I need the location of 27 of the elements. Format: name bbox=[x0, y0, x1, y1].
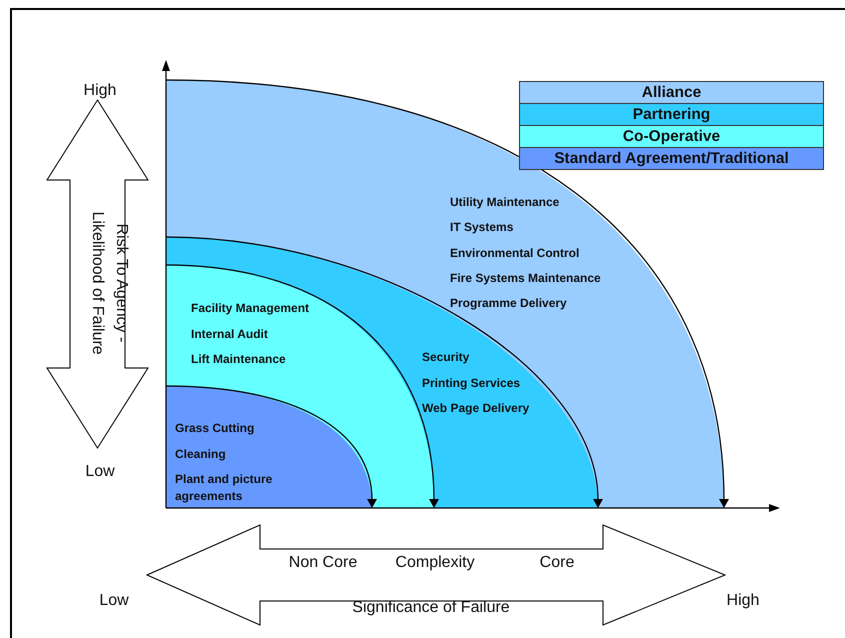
service-text: Web Page Delivery bbox=[422, 400, 530, 417]
service-text: Programme Delivery bbox=[450, 295, 567, 312]
axis-text: Significance of Failure bbox=[352, 599, 510, 617]
axis-text: Core bbox=[540, 554, 574, 572]
scale-label: High bbox=[726, 592, 760, 610]
service-text: Utility Maintenance bbox=[450, 194, 560, 211]
legend-entry: Partnering bbox=[520, 103, 823, 125]
service-text: Security bbox=[422, 349, 470, 366]
service-text: Internal Audit bbox=[191, 326, 268, 343]
service-text: Lift Maintenance bbox=[191, 351, 286, 368]
scale-label: Low bbox=[85, 463, 115, 481]
service-text: Plant and picture agreements bbox=[175, 471, 274, 505]
legend-entry: Standard Agreement/Traditional bbox=[520, 147, 823, 169]
service-text: Cleaning bbox=[175, 446, 226, 463]
service-text: Grass Cutting bbox=[175, 420, 254, 437]
scale-label: Low bbox=[99, 592, 129, 610]
service-text: Environmental Control bbox=[450, 245, 580, 262]
service-text: Facility Management bbox=[191, 300, 310, 317]
axis-text: Complexity bbox=[395, 554, 475, 572]
legend-entry: Co-Operative bbox=[520, 125, 823, 147]
axis-text: Non Core bbox=[288, 554, 358, 572]
service-text: IT Systems bbox=[450, 219, 514, 236]
axis-title: Risk To Agency - Likelihood of Failure bbox=[88, 210, 131, 357]
service-text: Printing Services bbox=[422, 375, 520, 392]
scale-label: High bbox=[84, 82, 116, 100]
service-text: Fire Systems Maintenance bbox=[450, 270, 601, 287]
legend-entry: Alliance bbox=[520, 82, 823, 103]
